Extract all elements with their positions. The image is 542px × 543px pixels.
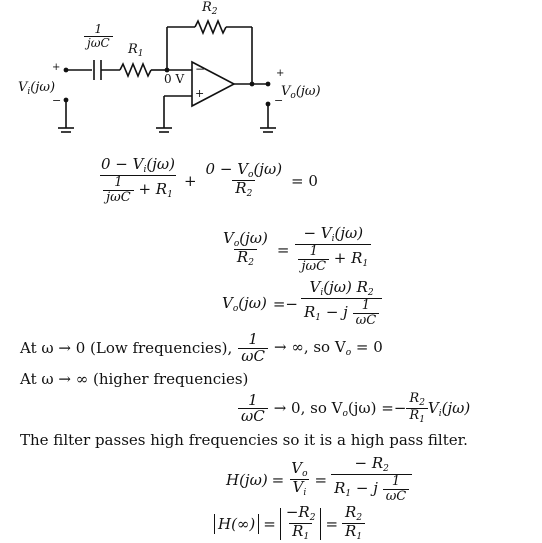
circuit-diagram xyxy=(58,18,276,133)
infinite-gain-equation: H(∞) = −R2 R1 = R2 R1 xyxy=(214,504,366,543)
vo-label: Vo(jω) xyxy=(281,84,321,101)
r1-label: R1 xyxy=(128,42,144,59)
vo-plus-sign: + xyxy=(276,68,285,79)
node-voltage-label: 0 V xyxy=(164,72,185,86)
vo-minus-sign: − xyxy=(274,94,284,107)
vo-ground-terminal xyxy=(265,101,271,107)
vi-ground-terminal xyxy=(63,97,69,103)
r2-label: R2 xyxy=(202,0,218,17)
opamp-minus-sign: − xyxy=(195,62,206,76)
capacitor-label: 1 jωC xyxy=(84,23,113,49)
vi-plus-sign: + xyxy=(52,62,61,73)
vo-terminal xyxy=(265,81,271,87)
inverting-node xyxy=(164,67,170,73)
vi-label: Vi(jω) xyxy=(18,80,56,97)
high-frequency-line: At ω → ∞ (higher frequencies) xyxy=(20,370,249,388)
output-node xyxy=(249,81,255,87)
filter-conclusion-line: The filter passes high frequencies so it… xyxy=(20,431,468,449)
opamp-plus-sign: + xyxy=(195,87,205,100)
vi-minus-sign: − xyxy=(52,94,62,107)
vi-terminal xyxy=(63,67,69,73)
